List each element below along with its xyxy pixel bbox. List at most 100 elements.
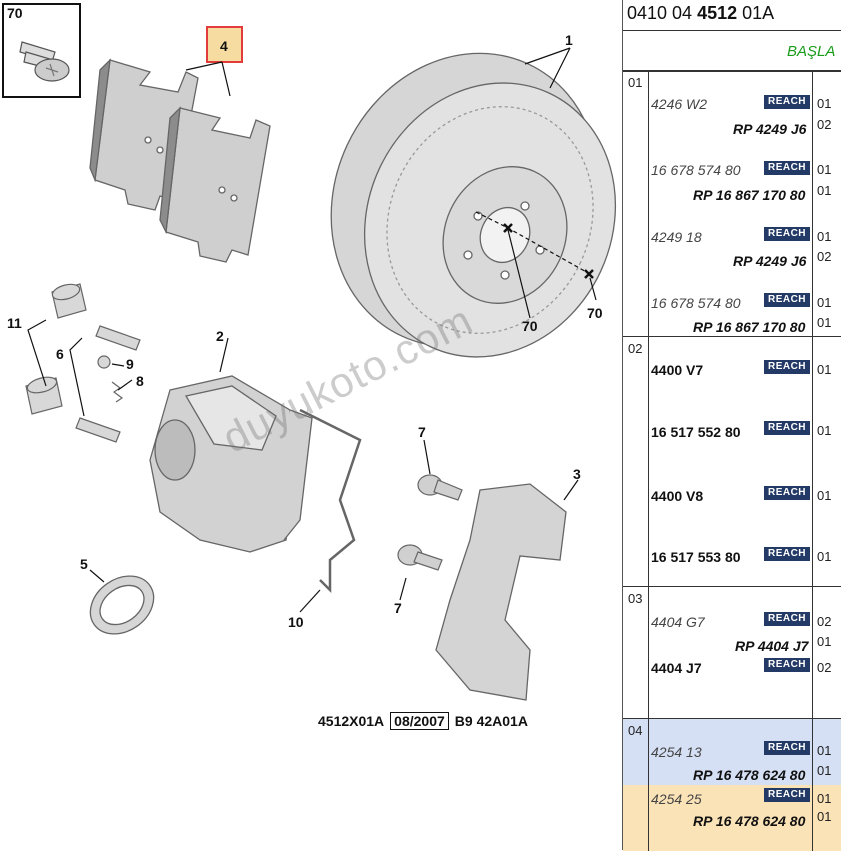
part-number[interactable]: 16 517 553 80 [651, 549, 741, 565]
ref-suffix: 01A [737, 3, 775, 23]
label-9-cap[interactable]: 9 [126, 356, 134, 372]
caption-code: 4512X01A [318, 713, 385, 729]
quantity: 02 [817, 660, 832, 675]
brake-disc-drawing [330, 52, 617, 358]
diagram-drawing [2, 3, 617, 701]
col-divider [812, 719, 813, 851]
quantity: 02 [817, 249, 832, 264]
label-8-bleed-screw[interactable]: 8 [136, 373, 144, 389]
col-divider [812, 337, 813, 587]
pad-highlight-box [206, 26, 243, 63]
quantity: 01 [817, 229, 832, 244]
reach-badge: REACH [764, 612, 810, 626]
replacement-part[interactable]: RP 16 478 624 80 [693, 767, 806, 783]
header-start-label: BAŞLA [787, 43, 836, 60]
part-number[interactable]: 4254 13 [651, 744, 702, 760]
quantity: 01 [817, 183, 832, 198]
col-divider [812, 587, 813, 719]
list-row-02: 02 4400 V7 REACH 01 16 517 552 80 REACH … [623, 336, 841, 587]
quantity: 01 [817, 791, 832, 806]
list-header: BAŞLA [623, 30, 841, 72]
replacement-part[interactable]: RP 4249 J6 [733, 121, 807, 137]
label-70-screw: 70 [7, 5, 23, 21]
row-number: 01 [628, 75, 643, 90]
reach-badge: REACH [764, 360, 810, 374]
label-70-disc-screw-a[interactable]: 70 [587, 305, 603, 321]
diagram-caption: 4512X01A 08/2007 B9 42A01A [318, 712, 528, 730]
caliper-drawing [149, 375, 313, 553]
label-6-guide-pins[interactable]: 6 [56, 346, 64, 362]
row-number: 02 [628, 341, 643, 356]
reach-badge: REACH [764, 421, 810, 435]
part-number[interactable]: 4404 J7 [651, 660, 702, 676]
col-divider [812, 71, 813, 337]
label-2-caliper[interactable]: 2 [216, 328, 224, 344]
label-5-seal[interactable]: 5 [80, 556, 88, 572]
replacement-part[interactable]: RP 16 478 624 80 [693, 813, 806, 829]
parts-list-panel: 0410 04 4512 01A BAŞLA 01 4246 W2 REACH … [622, 0, 841, 851]
label-1-brake-disc[interactable]: 1 [565, 32, 573, 48]
caption-date: 08/2007 [390, 712, 449, 730]
part-number[interactable]: 16 678 574 80 [651, 162, 741, 178]
guide-pins-drawing [25, 283, 141, 443]
quantity: 01 [817, 96, 832, 111]
quantity: 01 [817, 743, 832, 758]
label-70-disc-screw-b[interactable]: 70 [522, 318, 538, 334]
label-3-bracket[interactable]: 3 [573, 466, 581, 482]
ref-bold: 4512 [697, 3, 738, 23]
col-divider [648, 71, 649, 337]
reach-badge: REACH [764, 227, 810, 241]
quantity: 01 [817, 162, 832, 177]
brake-pads-drawing [89, 58, 271, 263]
list-row-01: 01 4246 W2 REACH 01 RP 4249 J6 02 16 678… [623, 70, 841, 337]
caption-ref: B9 42A01A [454, 713, 528, 729]
diagram-reference: 0410 04 4512 01A [627, 3, 774, 24]
quantity: 01 [817, 809, 832, 824]
quantity: 01 [817, 315, 832, 330]
row-number: 04 [628, 723, 643, 738]
row-number: 03 [628, 591, 643, 606]
list-row-03: 03 4404 G7 REACH 02 RP 4404 J7 01 4404 J… [623, 586, 841, 719]
reach-badge: REACH [764, 788, 810, 802]
quantity: 01 [817, 423, 832, 438]
replacement-part[interactable]: RP 16 867 170 80 [693, 187, 806, 203]
seal-ring-drawing [89, 575, 155, 635]
parts-diagram: 70 4 1 70 70 11 2 6 9 8 7 3 5 7 10 duyuk… [2, 3, 617, 730]
quantity: 01 [817, 634, 832, 649]
reach-badge: REACH [764, 161, 810, 175]
label-10-spring[interactable]: 10 [288, 614, 304, 630]
part-number[interactable]: 4246 W2 [651, 96, 708, 112]
ref-prefix: 0410 04 [627, 3, 698, 23]
reach-badge: REACH [764, 293, 810, 307]
part-number[interactable]: 4400 V7 [651, 362, 704, 378]
replacement-part[interactable]: RP 4249 J6 [733, 253, 807, 269]
col-divider [648, 587, 649, 719]
part-number[interactable]: 4249 18 [651, 229, 702, 245]
label-4-brake-pads[interactable]: 4 [220, 38, 228, 54]
quantity: 01 [817, 362, 832, 377]
replacement-part[interactable]: RP 4404 J7 [735, 638, 809, 654]
reach-badge: REACH [764, 486, 810, 500]
screw-70-frame [2, 3, 81, 98]
col-divider [648, 337, 649, 587]
label-11-sleeves[interactable]: 11 [7, 315, 22, 331]
part-number[interactable]: 16 678 574 80 [651, 295, 741, 311]
quantity: 02 [817, 614, 832, 629]
quantity: 01 [817, 549, 832, 564]
part-number[interactable]: 4404 G7 [651, 614, 705, 630]
replacement-part[interactable]: RP 16 867 170 80 [693, 319, 806, 335]
quantity: 02 [817, 117, 832, 132]
list-row-04: 04 4254 13 REACH 01 RP 16 478 624 80 01 … [623, 718, 841, 851]
label-7-bolt-lower[interactable]: 7 [394, 600, 402, 616]
bolts-drawing [397, 474, 463, 571]
reach-badge: REACH [764, 658, 810, 672]
quantity: 01 [817, 488, 832, 503]
reach-badge: REACH [764, 547, 810, 561]
part-number[interactable]: 4400 V8 [651, 488, 704, 504]
reach-badge: REACH [764, 741, 810, 755]
part-number[interactable]: 16 517 552 80 [651, 424, 741, 440]
label-7-bolt-upper[interactable]: 7 [418, 424, 426, 440]
spring-clip-drawing [299, 408, 362, 594]
part-number[interactable]: 4254 25 [651, 791, 702, 807]
reach-badge: REACH [764, 95, 810, 109]
